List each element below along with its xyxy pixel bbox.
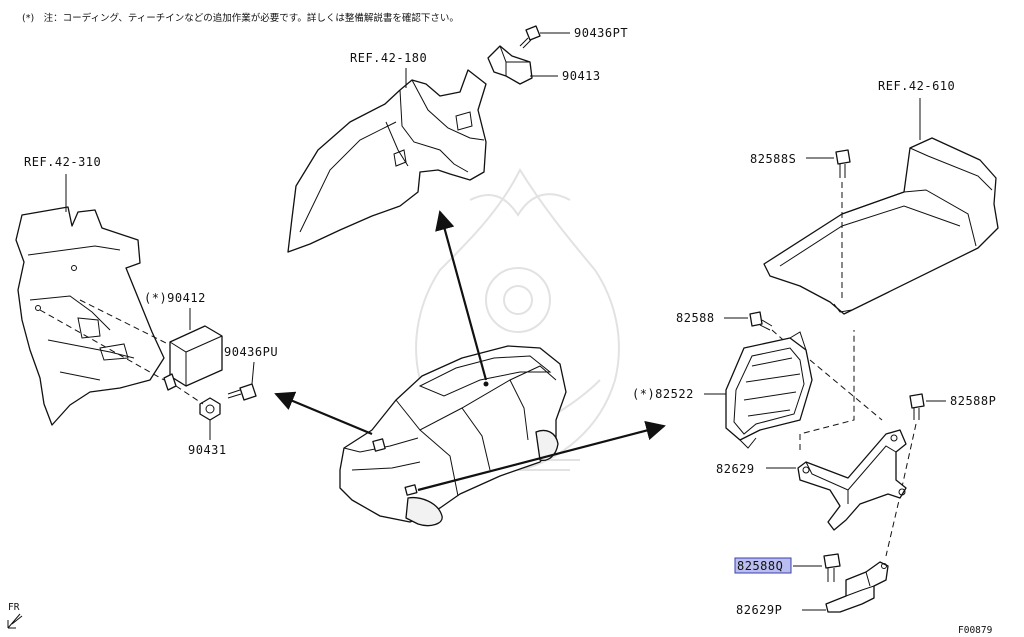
bolt-82588s[interactable] (835, 149, 851, 178)
bolt-90436pt[interactable] (519, 25, 541, 49)
part-label-90436pt[interactable]: 90436PT (574, 26, 628, 40)
part-label-82588q[interactable]: 82588Q (737, 559, 783, 573)
arrow-to-left-assembly (274, 391, 373, 436)
arrow-to-liner (435, 210, 488, 381)
ref-42-310-label: REF.42-310 (24, 155, 101, 169)
front-arrow-icon (7, 613, 23, 629)
part-label-90431[interactable]: 90431 (188, 443, 227, 457)
wheel-liner-top (287, 69, 487, 253)
control-module-90412[interactable] (163, 325, 223, 391)
front-direction-label: FR (8, 602, 20, 613)
diagram-code: F00879 (958, 625, 993, 636)
part-label-82522[interactable]: (*)82522 (632, 387, 694, 401)
control-unit-82522[interactable] (725, 331, 813, 449)
ref-42-180-label: REF.42-180 (350, 51, 427, 65)
vehicle-illustration (339, 345, 567, 527)
bolt-90436pu[interactable] (227, 383, 257, 401)
fender-panel-left (15, 206, 165, 426)
part-label-82588p[interactable]: 82588P (950, 394, 996, 408)
installation-note: (*) 注：コーディング、ティーチインなどの追加作業が必要です。詳しくは整備解説… (22, 12, 459, 24)
floor-panel-right (763, 137, 999, 315)
bolt-82588p[interactable] (909, 393, 925, 420)
nut-90431[interactable] (199, 397, 221, 421)
arrow-to-right-assembly (417, 420, 666, 492)
part-label-82629p[interactable]: 82629P (736, 603, 782, 617)
part-label-90412[interactable]: (*)90412 (144, 291, 206, 305)
bolt-82588[interactable] (749, 311, 773, 331)
bolt-82588q[interactable] (823, 553, 841, 582)
sensor-90413[interactable] (487, 45, 533, 85)
part-label-82588s[interactable]: 82588S (750, 152, 796, 166)
part-label-82588[interactable]: 82588 (676, 311, 715, 325)
ref-42-610-label: REF.42-610 (878, 79, 955, 93)
bracket-82629[interactable] (797, 429, 907, 531)
part-label-82629[interactable]: 82629 (716, 462, 755, 476)
bracket-82629p[interactable] (825, 561, 889, 613)
part-label-90413[interactable]: 90413 (562, 69, 601, 83)
part-highlight-82588q (734, 557, 792, 574)
part-label-90436pu[interactable]: 90436PU (224, 345, 278, 359)
